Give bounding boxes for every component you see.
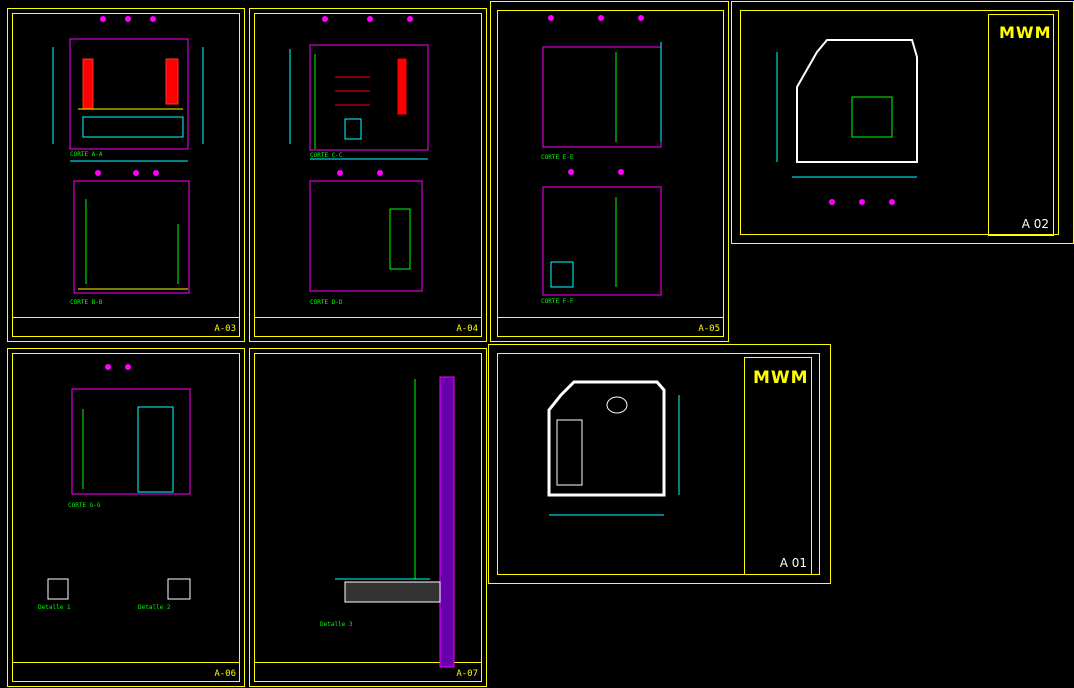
drawing-plan-a02 xyxy=(776,39,918,205)
title-block: A-06 xyxy=(13,662,239,681)
sheet-frame xyxy=(497,353,820,575)
sheet-a01[interactable]: MWM A 01 xyxy=(488,344,831,584)
sheet-frame: A-03 xyxy=(12,13,240,337)
sheet-frame xyxy=(740,10,1059,235)
sheet-code: A-04 xyxy=(456,324,478,334)
sheet-code: A-06 xyxy=(214,669,236,679)
drawing-elevation-g-details xyxy=(47,364,191,600)
title-panel: MWM A 01 xyxy=(744,357,812,575)
title-block: A-05 xyxy=(498,317,723,336)
title-block: A-03 xyxy=(13,317,239,336)
title-panel: MWM A 02 xyxy=(988,14,1054,236)
sheet-a03[interactable]: A-03 CORTE A-A CORTE B-B xyxy=(7,8,245,342)
sheet-frame: A-05 xyxy=(497,10,724,337)
sheet-frame: A-04 xyxy=(254,13,482,337)
sheet-a06[interactable]: A-06 CORTE G-G Detalle 1 Detalle 2 xyxy=(7,348,245,687)
sheet-code: A-07 xyxy=(456,669,478,679)
detail-label: Detalle 3 xyxy=(320,621,353,628)
brand-logo: MWM xyxy=(753,368,809,388)
sheet-code: A-03 xyxy=(214,324,236,334)
drawing-elevations-ab xyxy=(52,16,204,294)
detail-label: Detalle 2 xyxy=(138,604,171,611)
section-label: CORTE E-E xyxy=(541,154,574,161)
sheet-code: A 01 xyxy=(779,556,807,570)
sheet-a05[interactable]: A-05 CORTE E-E CORTE F-F xyxy=(490,1,729,342)
drawing-detail-3 xyxy=(335,376,455,668)
drawing-elevations-ef xyxy=(542,15,662,296)
sheet-a07[interactable]: A-07 Detalle 3 xyxy=(249,348,487,687)
section-label: CORTE B-B xyxy=(70,299,103,306)
section-label: CORTE F-F xyxy=(541,298,574,305)
title-block: A-07 xyxy=(255,662,481,681)
section-label: CORTE D-D xyxy=(310,299,343,306)
detail-label: Detalle 1 xyxy=(38,604,71,611)
sheet-a02[interactable]: MWM A 02 xyxy=(731,1,1074,244)
sheet-code: A 02 xyxy=(1021,217,1049,231)
drawing-plan-a01 xyxy=(547,380,680,516)
title-block: A-04 xyxy=(255,317,481,336)
section-label: CORTE A-A xyxy=(70,151,103,158)
section-label: CORTE C-C xyxy=(310,152,343,159)
brand-logo: MWM xyxy=(999,23,1052,42)
sheet-frame: A-07 xyxy=(254,353,482,682)
sheet-frame: A-06 xyxy=(12,353,240,682)
section-label: CORTE G-G xyxy=(68,502,101,509)
sheet-code: A-05 xyxy=(698,324,720,334)
sheet-a04[interactable]: A-04 CORTE C-C CORTE D-D xyxy=(249,8,487,342)
drawing-elevations-cd xyxy=(289,16,429,292)
